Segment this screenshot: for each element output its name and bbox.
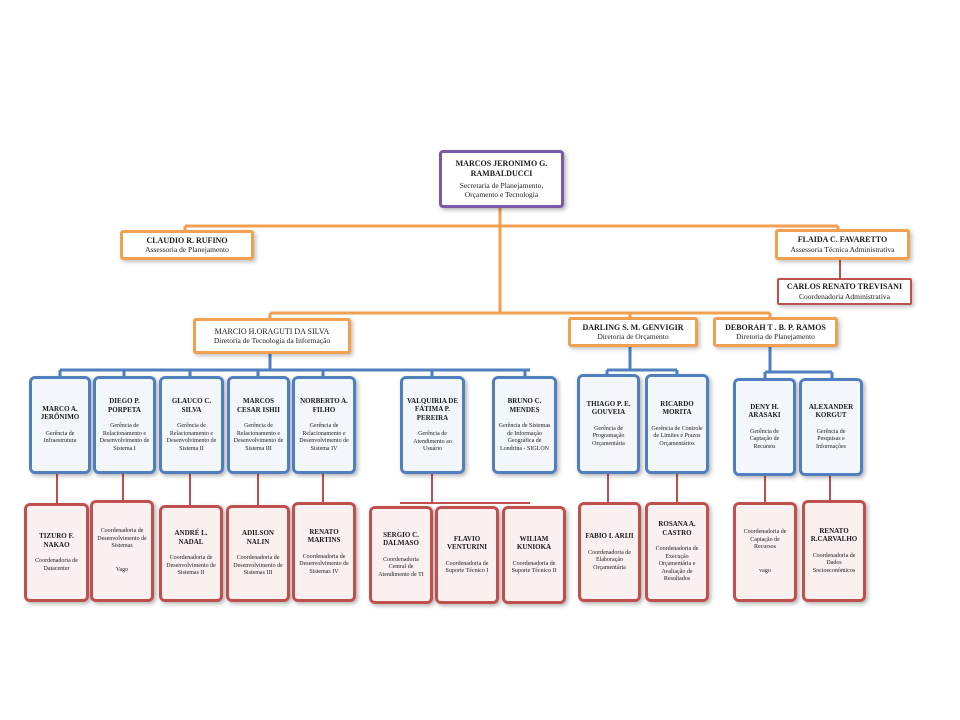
node-name: FLAVIO VENTURINI: [446, 534, 488, 552]
node-name: GLAUCO C. SILVA: [171, 397, 212, 414]
node-role: Coordenadoria de Desenvolvimento de Sist…: [97, 528, 147, 549]
node-name: WILIAM KUNIOKA: [516, 534, 552, 552]
node-name: ADILSON NALIN: [242, 529, 274, 546]
vacant-label: vago: [759, 567, 771, 574]
node-role: Coordenadoria de Suporte Técnico II: [511, 560, 557, 575]
node-coordenadoria: ANDRÉ L. NADAL Coordenadoria de Desenvolv…: [159, 505, 223, 602]
node-coordenadoria: TIZURO F. NAKAO Coordenadoria de Datacent…: [24, 503, 89, 602]
node-gerencia: MARCOS CESAR ISHII Gerência de Relacionam…: [227, 376, 290, 474]
node-gerencia: DIEGO P. PORPETA Gerência de Relacionamen…: [93, 376, 156, 474]
node-role: Coordenadoria de Dados Socioeconômicos: [812, 552, 856, 574]
node-role: Gerência de Atendimento ao Usuário: [413, 431, 452, 452]
node-name: SERGIO C. DALMASO: [383, 530, 419, 548]
node-name: FABIO I. ARIJI: [585, 532, 634, 540]
root-node-secretaria: MARCOS JERONIMO G. RAMBALDUCCI Secretari…: [439, 150, 564, 208]
node-role: Coordenadoria de Suporte Técnico I: [445, 560, 489, 575]
node-role: Coordenadoria de Desenvolvimento de Sist…: [233, 555, 283, 577]
node-diretoria-ti: MARCIO H.ORAGUTI DA SILVA Diretoria de T…: [193, 318, 351, 354]
node-role: Diretoria de Orçamento: [597, 332, 669, 342]
node-name: MARCOS JERONIMO G. RAMBALDUCCI: [455, 159, 548, 178]
node-name: NORBERTO A. FILHO: [300, 397, 348, 414]
node-gerencia: RICARDO MORITA Gerência de Controle de Li…: [645, 374, 709, 474]
node-coordenadoria: RENATO R.CARVALHO Coordenadoria de Dados …: [802, 500, 866, 602]
node-name: ANDRÉ L. NADAL: [174, 529, 208, 546]
node-name: ALEXANDER KORGUT: [808, 402, 854, 420]
node-role: Coordenadoria de Desenvolvimento de Sist…: [299, 553, 349, 575]
node-name: MARCIO H.ORAGUTI DA SILVA: [214, 326, 330, 336]
node-gerencia: VALQUIRIA DE FÁTIMA P. PEREIRA Gerência d…: [400, 376, 465, 474]
node-role: Gerência de Controle de Limites e Prazos…: [651, 425, 703, 447]
node-role: Gerência de Relacionamento e Desenvolvim…: [99, 423, 150, 452]
node-coordenadoria: FABIO I. ARIJI Coordenadoria de Elaboraçã…: [578, 502, 641, 602]
node-role: Gerência de Sistemas de Informação Geogr…: [498, 423, 551, 452]
node-gerencia: NORBERTO A. FILHO Gerência de Relacioname…: [292, 376, 356, 474]
node-coordenadoria-administrativa: CARLOS RENATO TREVISANI Coordenadoria Ad…: [777, 278, 912, 305]
node-name: DIEGO P. PORPETA: [108, 397, 141, 414]
node-name: DEBORAH T . B. P. RAMOS: [725, 322, 826, 332]
node-name: RICARDO MORITA: [660, 399, 694, 417]
node-role: Diretoria de Planejamento: [736, 332, 815, 342]
node-role: Gerência de Relacionamento e Desenvolvim…: [166, 423, 217, 452]
node-coordenadoria: RENATO MARTINS Coordenadoria de Desenvolv…: [292, 502, 356, 602]
node-name: BRUNO C. MENDES: [507, 397, 542, 414]
node-role: Gerência de Relacionamento e Desenvolvim…: [233, 423, 284, 452]
node-name: VALQUIRIA DE FÁTIMA P. PEREIRA: [406, 396, 459, 422]
node-diretoria-planejamento: DEBORAH T . B. P. RAMOS Diretoria de Pla…: [713, 317, 838, 347]
node-role: Coordenadoria Central de Atendimento de …: [378, 556, 424, 578]
node-gerencia: GLAUCO C. SILVA Gerência de Relacionament…: [159, 376, 224, 474]
node-role: Coordenadoria de Elaboração Orçamentária: [588, 549, 631, 571]
node-name: CLAUDIO R. RUFINO: [146, 235, 228, 245]
node-role: Gerência de Pesquisas e Informações: [816, 428, 846, 450]
node-name: TIZURO F. NAKAO: [39, 532, 74, 549]
node-assessoria-planejamento: CLAUDIO R. RUFINO Assessoria de Planejam…: [120, 230, 254, 260]
node-coordenadoria: ROSANA A. CASTRO Coordenadoria de Execuçã…: [645, 502, 709, 602]
node-role: Coordenadoria de Execução Orçamentária e…: [655, 546, 699, 583]
node-role: Gerência de Infraestrutura: [43, 430, 77, 445]
node-role: Gerência de Programação Orçamentária: [592, 425, 625, 447]
node-role: Diretoria de Tecnologia da Informação: [213, 336, 331, 346]
node-name: RENATO R.CARVALHO: [810, 526, 858, 544]
node-name: DENY H. ARASAKI: [748, 402, 781, 420]
node-name: MARCO A. JERÔNIMO: [40, 404, 80, 422]
node-gerencia: MARCO A. JERÔNIMO Gerência de Infraestrut…: [29, 376, 91, 474]
node-name: CARLOS RENATO TREVISANI: [786, 282, 903, 292]
node-coordenadoria: FLAVIO VENTURINI Coordenadoria de Suporte…: [435, 506, 499, 604]
node-coordenadoria: Coordenadoria de Desenvolvimento de Sist…: [90, 500, 154, 602]
node-role: Gerência de Captação de Recursos: [749, 428, 780, 450]
node-role: Gerência de Relacionamento e Desenvolvim…: [299, 423, 349, 452]
node-role: Coordenadoria de Captação de Recursos: [743, 529, 787, 550]
node-role: Assessoria de Planejamento: [145, 245, 229, 255]
node-gerencia: BRUNO C. MENDES Gerência de Sistemas de I…: [492, 376, 557, 474]
node-role: Coordenadoria Administrativa: [798, 291, 891, 301]
node-role: Assessoria Técnica Administrativa: [790, 244, 895, 254]
node-name: RENATO MARTINS: [307, 527, 341, 545]
node-role: Coordenadoria de Datacenter: [35, 558, 78, 572]
node-coordenadoria: Coordenadoria de Captação de Recursos vag…: [733, 502, 797, 602]
node-role: Coordenadoria de Desenvolvimento de Sist…: [166, 555, 216, 577]
node-name: ROSANA A. CASTRO: [658, 520, 696, 537]
node-gerencia: DENY H. ARASAKI Gerência de Captação de R…: [733, 378, 796, 476]
node-coordenadoria: WILIAM KUNIOKA Coordenadoria de Suporte T…: [502, 506, 566, 604]
node-coordenadoria: ADILSON NALIN Coordenadoria de Desenvolvi…: [226, 505, 290, 602]
node-gerencia: THIAGO P. E. GOUVEIA Gerência de Programa…: [577, 374, 640, 474]
node-name: DARLING S. M. GENVIGIR: [582, 322, 684, 332]
node-coordenadoria: SERGIO C. DALMASO Coordenadoria Central d…: [369, 506, 433, 604]
node-diretoria-orcamento: DARLING S. M. GENVIGIR Diretoria de Orça…: [568, 317, 698, 347]
node-name: FLAIDA C. FAVARETTO: [797, 235, 888, 245]
vacant-label: Vago: [115, 566, 129, 573]
node-assessoria-tecnica: FLAIDA C. FAVARETTO Assessoria Técnica A…: [775, 229, 910, 260]
node-role: Secretaria de Planejamento, Orçamento e …: [459, 181, 544, 199]
node-gerencia: ALEXANDER KORGUT Gerência de Pesquisas e …: [799, 378, 863, 476]
node-name: THIAGO P. E. GOUVEIA: [586, 399, 631, 417]
node-name: MARCOS CESAR ISHII: [237, 397, 280, 414]
